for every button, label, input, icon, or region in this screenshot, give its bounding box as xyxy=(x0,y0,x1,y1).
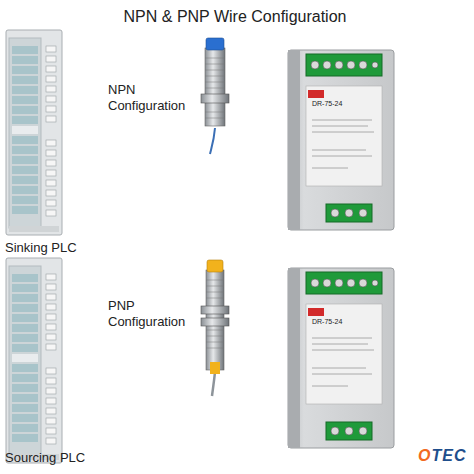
npn-sensor xyxy=(201,38,229,154)
sensor-label: NPN Configuration xyxy=(108,82,194,113)
diagram-title: NPN & PNP Wire Configuration xyxy=(0,7,472,26)
model-label: DR-75-24 xyxy=(312,318,378,326)
plc-module xyxy=(6,30,62,235)
plc-label: Sourcing PLC xyxy=(5,450,115,466)
plc-label: Sinking PLC xyxy=(5,240,105,256)
plc-module xyxy=(6,258,62,463)
pnp-sensor xyxy=(201,260,229,396)
power-supply xyxy=(288,50,394,230)
brand-logo: OTEC xyxy=(418,446,470,465)
power-supply xyxy=(288,268,394,448)
model-label: DR-75-24 xyxy=(312,100,378,108)
sensor-label: PNP Configuration xyxy=(108,298,194,329)
